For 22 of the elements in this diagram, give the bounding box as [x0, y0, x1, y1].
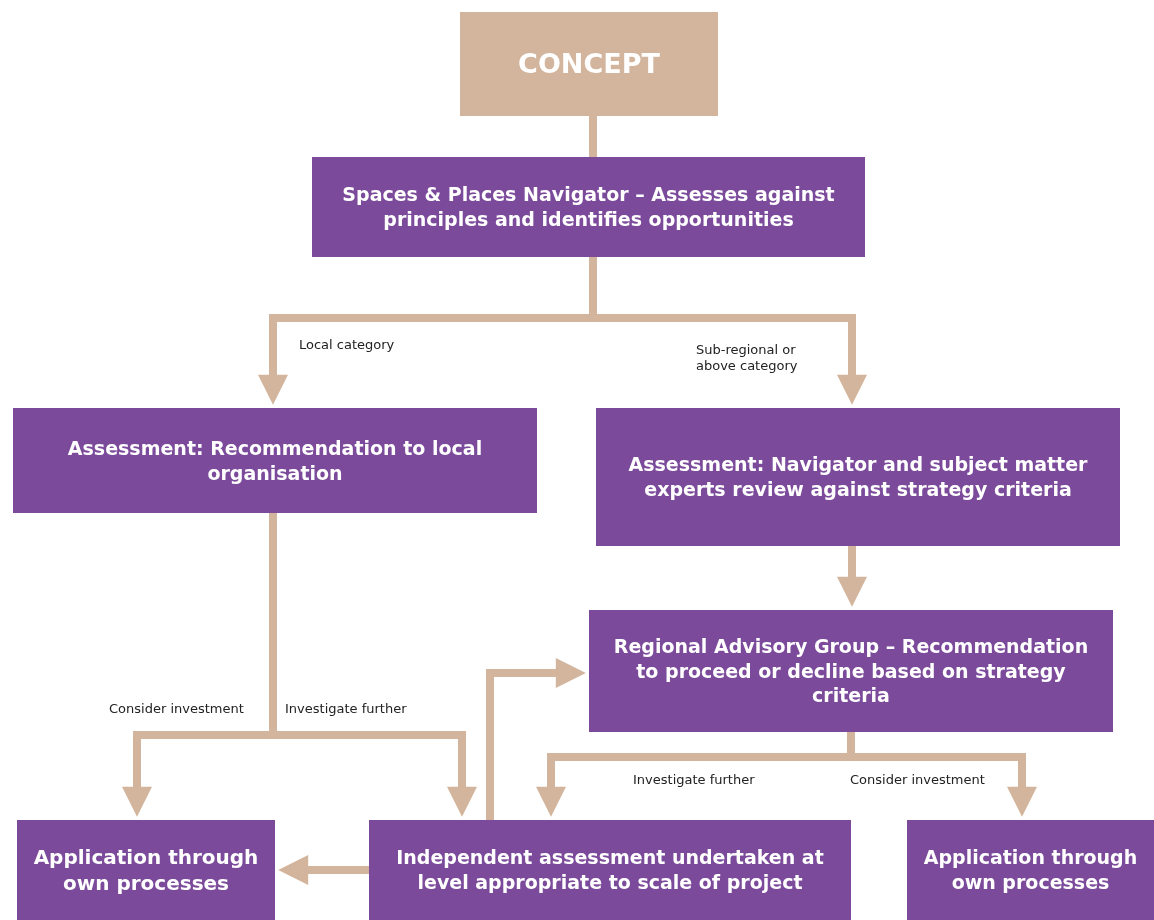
box-label: Regional Advisory Group – Recommendation to proceed or decline based on strategy criteria [612, 633, 1090, 709]
arrow [837, 546, 867, 607]
box-label: Independent assessment undertaken at level appropriate to scale of project [395, 845, 825, 895]
process-box [907, 820, 1154, 920]
concept-box [460, 12, 718, 116]
edge-label: Investigate further [283, 701, 409, 717]
box-label: CONCEPT [518, 47, 660, 82]
process-box [596, 408, 1120, 546]
process-box [17, 820, 275, 920]
box-label: Assessment: Recommendation to local organisation [66, 435, 484, 486]
process-box [13, 408, 537, 513]
process-box [589, 610, 1113, 732]
process-box [369, 820, 851, 920]
box-label: Spaces & Places Navigator – Assesses against principles and identifies opportunities [341, 182, 836, 232]
edge-label: Local category [297, 337, 397, 353]
arrow [278, 855, 369, 885]
box-label: Application through own processes [923, 845, 1138, 895]
arrow [486, 658, 586, 820]
box-label: Assessment: Navigator and subject matter experts review against strategy criteria [627, 452, 1089, 502]
box-label: Application through own processes [33, 844, 259, 896]
edge-label: Investigate further [631, 772, 757, 788]
process-box [312, 157, 865, 257]
